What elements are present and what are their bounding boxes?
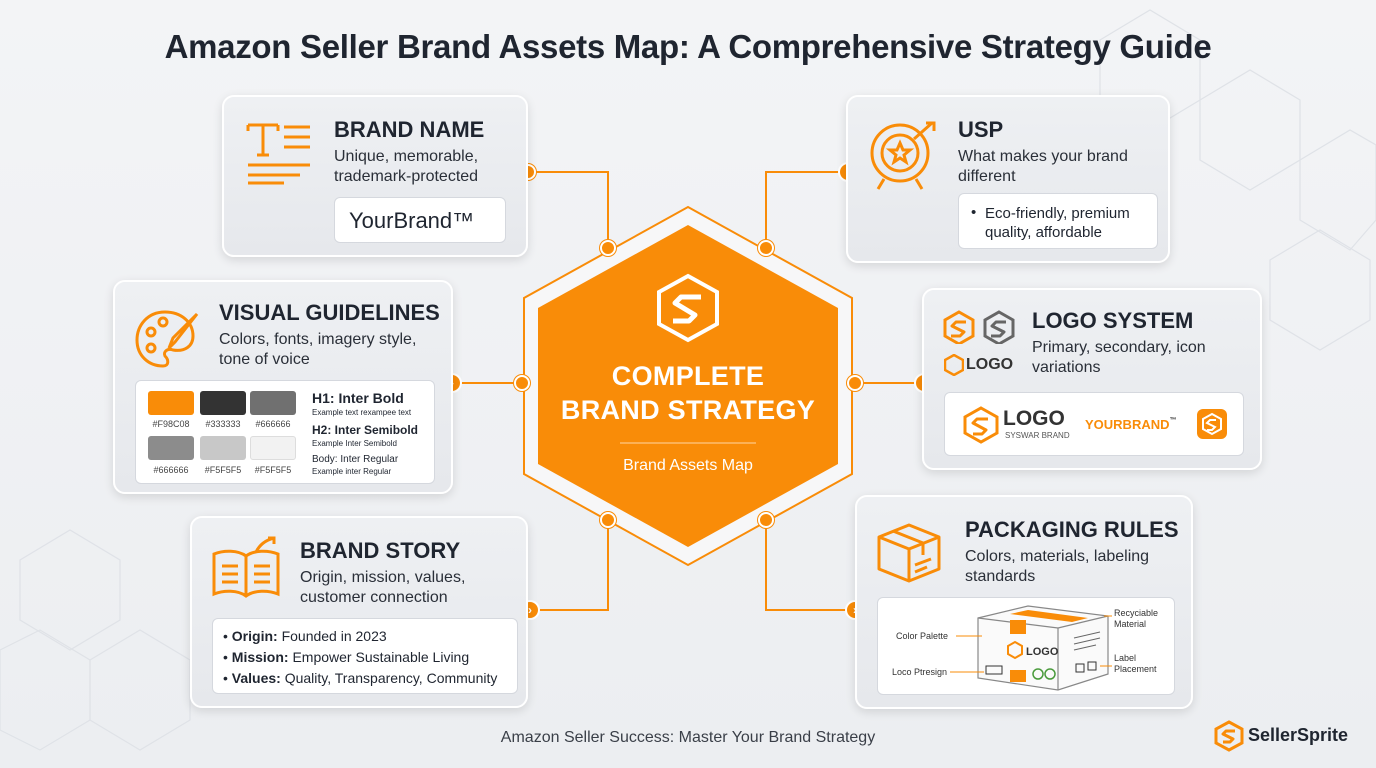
- swatch-label: #F98C08: [152, 419, 190, 429]
- color-swatch: [250, 436, 296, 460]
- packaging-desc-line1: Colors, materials, labeling: [965, 548, 1150, 565]
- color-swatch: [200, 436, 246, 460]
- swatch-label: #666666: [255, 419, 291, 429]
- visual-guidelines-heading: VISUAL GUIDELINES: [219, 300, 440, 325]
- wordmark-tm: ™: [1169, 417, 1177, 424]
- brand-s-icon: [1202, 412, 1222, 436]
- usp-bullet-line1: Eco-friendly, premium: [985, 205, 1130, 222]
- brand-story-desc-line1: Origin, mission, values,: [300, 569, 466, 586]
- logo-system-heading: LOGO SYSTEM: [1032, 308, 1194, 333]
- style-guide-box: #F98C08 #333333 #666666 #666666 #F5F5F5 …: [135, 380, 435, 484]
- label-logo-presign: Loco Ptresign: [892, 667, 948, 677]
- brand-name-desc-line1: Unique, memorable,: [334, 148, 479, 165]
- list-item: • Mission: Empower Sustainable Living: [223, 649, 470, 665]
- swatch-label: #333333: [205, 419, 241, 429]
- label-placement-line1: Label: [1114, 653, 1137, 663]
- typography-h2-example: Example Inter Semibold: [312, 439, 397, 448]
- swatch-label: #666666: [153, 465, 189, 475]
- packaging-desc-line2: standards: [965, 568, 1036, 585]
- typography-body: Body: Inter Regular: [312, 454, 399, 465]
- visual-guidelines-desc-line2: tone of voice: [219, 351, 310, 368]
- text-typography-icon: [246, 123, 310, 185]
- color-swatch: [250, 391, 296, 415]
- brand-name-text: SellerSprite: [1248, 725, 1349, 745]
- brand-story-card: BRAND STORY Origin, mission, values, cus…: [190, 516, 528, 708]
- connector-dot: [758, 240, 774, 256]
- target-star-icon: [870, 121, 936, 190]
- connector-dot: [600, 240, 616, 256]
- label-recyclable-line1: Recyciable: [1114, 608, 1159, 618]
- logo-icon: [944, 354, 964, 376]
- usp-bullet-line2: quality, affordable: [985, 224, 1103, 241]
- color-swatch: [148, 391, 194, 415]
- hub-subtitle: Brand Assets Map: [623, 457, 753, 474]
- brand-story-bullets-box: • Origin: Founded in 2023 • Mission: Emp…: [212, 618, 518, 694]
- packaging-rules-card: PACKAGING RULES Colors, materials, label…: [855, 495, 1193, 709]
- label-recyclable-line2: Material: [1114, 619, 1147, 629]
- list-item: • Values: Quality, Transparency, Communi…: [223, 670, 498, 686]
- brand-name-heading: BRAND NAME: [334, 117, 485, 142]
- package-illustration: [950, 605, 1112, 691]
- box-icon: [877, 523, 941, 583]
- package-logo-text: LOGO: [1026, 646, 1059, 658]
- usp-desc-line2: different: [958, 168, 1016, 185]
- typography-h1: H1: Inter Bold: [312, 390, 404, 406]
- brand-s-hexagon-icon: [657, 273, 719, 343]
- connector-dot: [514, 375, 530, 391]
- visual-guidelines-desc-line1: Colors, fonts, imagery style,: [219, 331, 417, 348]
- footer-text: Amazon Seller Success: Master Your Brand…: [500, 729, 876, 746]
- connector-dot: [600, 512, 616, 528]
- packaging-heading: PACKAGING RULES: [965, 517, 1179, 542]
- brand-name-example-box: YourBrand™: [334, 197, 506, 243]
- swatch-label: #F5F5F5: [254, 465, 292, 475]
- primary-logo-tagline: SYSWAR BRAND: [1005, 431, 1070, 440]
- open-book-icon: [212, 536, 280, 598]
- app-icon: [1197, 409, 1227, 439]
- logo-variations-box: LOGO SYSWAR BRAND YOURBRAND™: [944, 392, 1244, 456]
- packaging-diagram-box: LOGO Color Palette Loco Ptresign Recycia…: [877, 597, 1175, 695]
- logo-system-desc-line2: variations: [1032, 359, 1101, 376]
- list-item: • Origin: Founded in 2023: [223, 628, 387, 644]
- label-color-palette: Color Palette: [896, 631, 949, 641]
- color-swatch: [148, 436, 194, 460]
- usp-heading: USP: [958, 117, 1004, 142]
- bullet-dot: •: [971, 204, 977, 221]
- hub-title-line2: BRAND STRATEGY: [560, 395, 816, 425]
- brand-name-desc-line2: trademark-protected: [334, 168, 479, 185]
- hub-title-line1: COMPLETE: [611, 361, 765, 391]
- color-swatch: [200, 391, 246, 415]
- logo-system-card: LOGO LOGO SYSTEM Primary, secondary, ico…: [922, 288, 1262, 470]
- typography-h1-example: Example text rexampee text: [312, 408, 412, 417]
- primary-logo-text: LOGO: [1003, 407, 1065, 430]
- logo-icon-text: LOGO: [966, 356, 1014, 373]
- wordmark-text: YOURBRAND: [1085, 417, 1170, 432]
- brand-name-card: BRAND NAME Unique, memorable, trademark-…: [222, 95, 528, 257]
- visual-guidelines-card: VISUAL GUIDELINES Colors, fonts, imagery…: [113, 280, 453, 494]
- typography-body-example: Example inter Regular: [312, 467, 392, 476]
- logo-variations-icon: [943, 310, 1015, 344]
- usp-bullet-box: • Eco-friendly, premium quality, afforda…: [958, 193, 1158, 249]
- swatch-label: #F5F5F5: [204, 465, 242, 475]
- palette-icon: [135, 310, 199, 368]
- page-title: Amazon Seller Brand Assets Map: A Compre…: [164, 28, 1212, 65]
- sellersprite-logo-icon: [1214, 720, 1244, 752]
- typography-h2: H2: Inter Semibold: [312, 423, 419, 437]
- brand-name-example: YourBrand™: [349, 208, 475, 233]
- connector-dot: [758, 512, 774, 528]
- usp-card: USP What makes your brand different • Ec…: [846, 95, 1170, 263]
- wordmark: YOURBRAND™: [1085, 417, 1177, 432]
- label-placement-line2: Placement: [1114, 664, 1157, 674]
- brand-story-desc-line2: customer connection: [300, 589, 448, 606]
- brand-story-heading: BRAND STORY: [300, 538, 461, 563]
- connector-dot: [847, 375, 863, 391]
- usp-desc-line1: What makes your brand: [958, 148, 1128, 165]
- logo-system-desc-line1: Primary, secondary, icon: [1032, 339, 1206, 356]
- hub-hexagon: COMPLETE BRAND STRATEGY Brand Assets Map: [520, 205, 856, 567]
- primary-logo-icon: [963, 406, 999, 444]
